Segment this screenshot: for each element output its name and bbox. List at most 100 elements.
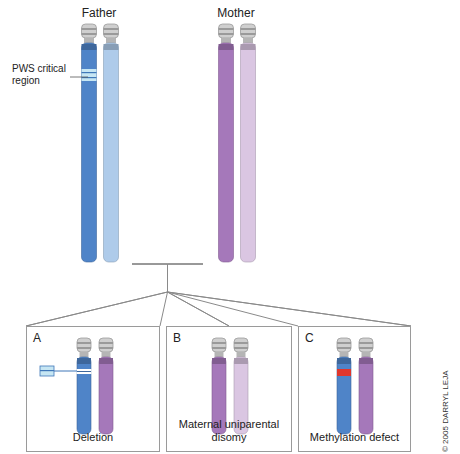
chromosome <box>82 24 97 262</box>
chromosome <box>241 24 256 262</box>
p-arm <box>82 24 97 38</box>
q-arm <box>337 357 351 434</box>
q-arm <box>77 357 91 434</box>
chromosome-band <box>104 33 119 35</box>
chromosome-band <box>82 33 97 35</box>
chromosome <box>219 24 234 262</box>
chromosome-band <box>77 358 91 364</box>
deletion-mark <box>77 371 91 372</box>
centromere <box>102 352 111 357</box>
pws-band <box>82 72 97 73</box>
chromosome-band <box>241 33 256 35</box>
chromosome-band <box>337 342 351 344</box>
chromosome-band <box>212 347 226 349</box>
q-arm <box>104 43 119 262</box>
case-panel: C Methylation defect <box>298 326 411 452</box>
panel-caption: Methylation defect <box>303 431 406 444</box>
q-arm <box>82 43 97 262</box>
parent-label: Father <box>66 6 132 20</box>
q-arm <box>241 43 256 262</box>
centromere <box>215 352 224 357</box>
chromosome <box>99 338 113 434</box>
inheritance-connector <box>132 264 411 326</box>
p-arm <box>104 24 119 38</box>
region-label: PWS critical region <box>12 63 72 87</box>
q-arm <box>359 357 373 434</box>
centromere <box>362 352 371 357</box>
fan-line <box>160 292 168 326</box>
inheritance-connector <box>26 264 168 326</box>
panel-caption: Maternal uniparental disomy <box>171 418 287 444</box>
p-arm <box>241 24 256 38</box>
chromosome-band <box>337 347 351 349</box>
chromosome-band <box>99 342 113 344</box>
p-arm <box>219 24 234 38</box>
centromere <box>243 38 253 43</box>
chromosome <box>104 24 119 262</box>
connector-layer <box>26 264 411 326</box>
chromosome <box>337 338 351 434</box>
chromosome-band <box>212 358 226 364</box>
chromosome-band <box>82 28 97 30</box>
chromosome-band <box>219 28 234 30</box>
parent-label: Mother <box>203 6 269 20</box>
panel-letter: C <box>305 331 314 345</box>
q-arm <box>99 357 113 434</box>
inheritance-connector <box>26 264 203 326</box>
chromosome-band <box>359 347 373 349</box>
pws-region <box>82 69 97 81</box>
case-panel: A Deletion <box>26 326 160 452</box>
chromosome-band <box>234 358 248 364</box>
p-arm <box>234 338 248 352</box>
chromosome-band <box>337 358 351 364</box>
q-arm <box>219 43 234 262</box>
p-arm <box>337 338 351 352</box>
chromosome-band <box>241 44 256 50</box>
chromosome-band <box>77 342 91 344</box>
pws-band <box>40 370 54 371</box>
p-arm <box>212 338 226 352</box>
centromere <box>84 38 94 43</box>
p-arm <box>359 338 373 352</box>
chromosome-layer <box>40 24 373 434</box>
case-panel: B Maternal uniparental disomy <box>166 326 292 452</box>
panel-letter: A <box>33 331 41 345</box>
chromosome <box>359 338 373 434</box>
centromere <box>340 352 349 357</box>
chromosome-band <box>234 342 248 344</box>
deleted-piece <box>40 366 54 376</box>
chromosome-band <box>234 347 248 349</box>
chromosome-band <box>219 44 234 50</box>
centromere <box>106 38 116 43</box>
panel-letter: B <box>173 331 181 345</box>
inheritance-connector <box>168 264 412 326</box>
parent-group: Father <box>66 2 132 266</box>
centromere <box>221 38 231 43</box>
chromosome-band <box>82 44 97 50</box>
deletion-leader <box>54 371 77 372</box>
methylation-band <box>337 369 351 376</box>
chromosome-band <box>219 33 234 35</box>
chromosome-band <box>104 28 119 30</box>
copyright-note: © 2005 DARRYL LEJA <box>441 371 451 453</box>
centromere <box>237 352 246 357</box>
leader-line <box>70 77 88 78</box>
parent-group: Mother <box>203 2 269 266</box>
chromosome <box>77 338 92 434</box>
inheritance-connector <box>168 264 230 326</box>
chromosome-band <box>99 347 113 349</box>
centromere <box>80 352 89 357</box>
chromosome-band <box>77 347 91 349</box>
deleted-segment <box>77 369 92 374</box>
p-arm <box>99 338 113 352</box>
chromosome-band <box>359 358 373 364</box>
fan-line <box>168 292 299 326</box>
chromosome-band <box>241 28 256 30</box>
panel-caption: Deletion <box>31 431 155 444</box>
chromosome-band <box>104 44 119 50</box>
chromosome-band <box>212 342 226 344</box>
chromosome-band <box>99 358 113 364</box>
chromosome-band <box>359 342 373 344</box>
p-arm <box>77 338 91 352</box>
